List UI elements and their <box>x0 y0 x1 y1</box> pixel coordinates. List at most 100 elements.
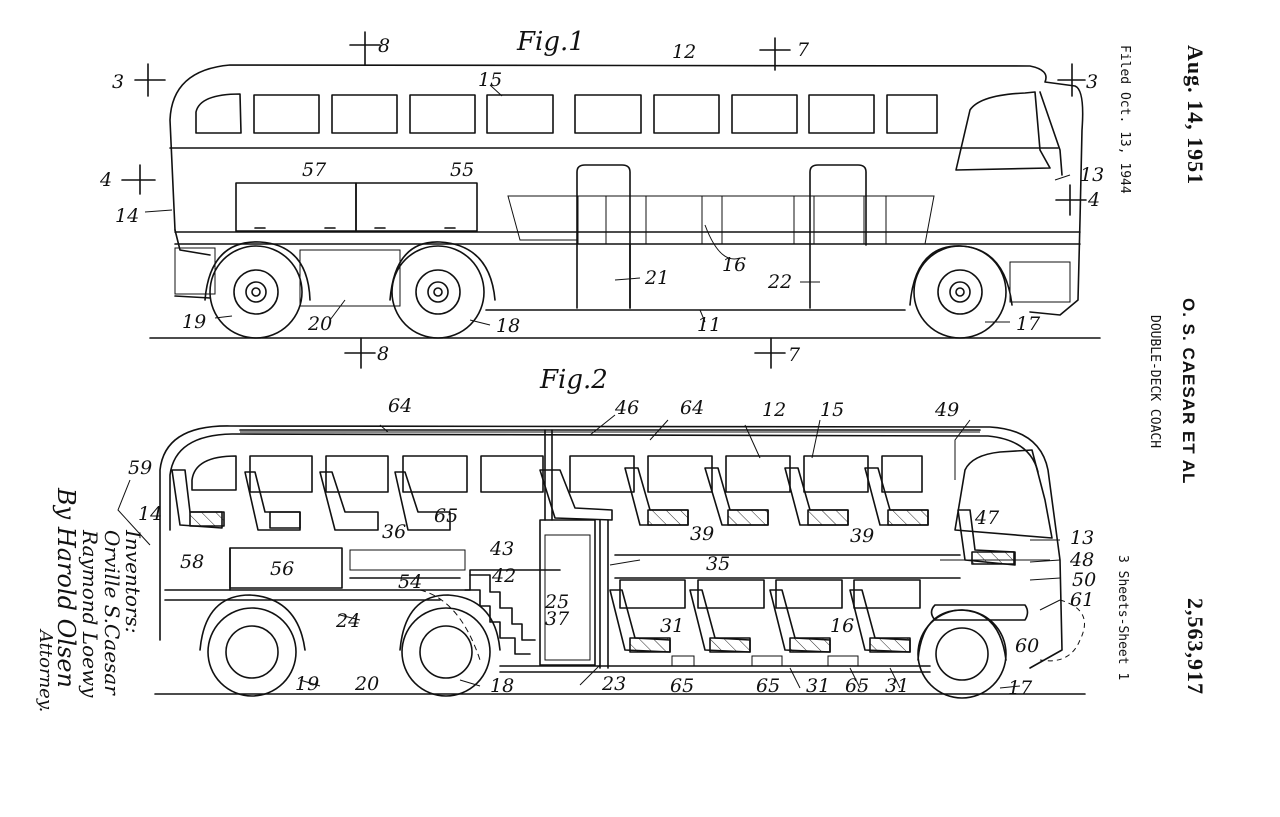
ref-numeral: 39 <box>690 523 714 545</box>
patent-title: DOUBLE-DECK COACH <box>1147 315 1162 449</box>
ref-numeral: 19 <box>182 311 206 333</box>
ref-numeral: 64 <box>680 397 704 419</box>
ref-numeral: 59 <box>128 457 152 479</box>
ref-numeral: 36 <box>382 521 406 543</box>
ref-numeral: 24 <box>335 610 360 632</box>
ref-numeral: 22 <box>767 271 792 293</box>
heater-grilles <box>349 549 859 667</box>
ref-numeral: 17 <box>1016 313 1041 335</box>
engine-grille <box>299 249 401 307</box>
ref-numeral: 39 <box>850 525 874 547</box>
coach-body-outline <box>169 64 1084 316</box>
ref-numeral: 13 <box>1080 164 1104 186</box>
ref-numeral: 61 <box>1070 589 1094 611</box>
ref-numeral: 25 <box>544 591 569 613</box>
leader-lines-fig2 <box>117 414 1061 689</box>
ref-numeral: 23 <box>601 673 626 695</box>
patent-date: Aug. 14, 1951 <box>1183 45 1208 186</box>
ref-numeral: 16 <box>830 615 854 637</box>
ref-numeral: 54 <box>398 571 422 593</box>
ref-numeral: 48 <box>1069 549 1094 571</box>
upper-deck-windows <box>195 93 938 134</box>
ref-numeral: 58 <box>180 551 204 573</box>
ref-numeral: 46 <box>614 397 639 419</box>
lower-deck-windows-section <box>619 579 921 609</box>
central-stairwell <box>419 429 609 669</box>
ref-numeral: 15 <box>820 399 844 421</box>
ref-numeral: 65 <box>434 505 458 527</box>
figure-1-side-elevation: Fig.1 8 12 7 3 15 3 4 57 55 13 14 4 16 2… <box>99 27 1104 369</box>
ref-numeral: 60 <box>1015 635 1039 657</box>
leader-lines-fig1 <box>144 84 1071 326</box>
ref-numeral: 15 <box>478 69 502 91</box>
ref-numeral: 42 <box>491 565 516 587</box>
upper-deck-floor <box>164 569 561 591</box>
patent-number: 2,563,917 <box>1183 598 1208 695</box>
roof-inner-lining <box>169 433 1039 531</box>
ref-numeral: 35 <box>706 553 730 575</box>
ref-numeral: 56 <box>270 558 294 580</box>
ref-numeral: 18 <box>496 315 520 337</box>
reference-numerals-fig1: 8 12 7 3 15 3 4 57 55 13 14 4 16 21 22 1… <box>99 35 1104 366</box>
ref-numeral: 43 <box>489 538 514 560</box>
windshield-section <box>954 449 1053 539</box>
sheet-count: 3 Sheets-Sheet 1 <box>1115 555 1130 681</box>
section-markers-fig1 <box>121 31 1087 369</box>
ref-numeral: 19 <box>295 673 319 695</box>
ref-numeral: 65 <box>670 675 694 697</box>
upper-deck-seats <box>171 467 1016 566</box>
ref-numeral: 55 <box>450 159 474 181</box>
ref-numeral: 8 <box>378 35 390 57</box>
figure-2-label: Fig.2 <box>539 365 608 395</box>
ref-numeral: 4 <box>1087 189 1100 211</box>
ref-numeral: 31 <box>660 615 684 637</box>
ref-numeral: 14 <box>138 503 162 525</box>
spare-tire-60 <box>930 604 1029 621</box>
ref-numeral: 20 <box>307 313 332 335</box>
figure-2-section: Fig.2 64 46 64 12 15 49 59 14 36 65 39 3… <box>117 365 1096 699</box>
attorney-signature: By Harold Olsen <box>52 488 80 688</box>
inventor-1: Orville S.Caesar <box>100 530 124 695</box>
ref-numeral: 65 <box>756 675 780 697</box>
wheels-fig2 <box>199 594 1007 699</box>
ref-numeral: 31 <box>806 675 830 697</box>
inventor-2: Raymond Loewy <box>78 530 102 698</box>
ref-numeral: 12 <box>672 41 696 63</box>
attorney-label: Attorney. <box>35 630 56 713</box>
ref-numeral: 21 <box>644 267 669 289</box>
front-grille <box>1009 261 1071 303</box>
ref-numeral: 13 <box>1070 527 1094 549</box>
ref-numeral: 3 <box>112 71 124 93</box>
ref-numeral: 3 <box>1086 71 1098 93</box>
ref-numeral: 65 <box>845 675 869 697</box>
ref-numeral: 4 <box>99 169 112 191</box>
rear-bumper <box>174 295 211 299</box>
upper-deck-windows-section <box>191 455 923 493</box>
ref-numeral: 49 <box>934 399 959 421</box>
figure-1-label: Fig.1 <box>516 27 585 57</box>
rear-skirt <box>174 229 211 256</box>
ref-numeral: 8 <box>377 343 389 365</box>
ref-numeral: 31 <box>885 675 909 697</box>
coach-section-outline <box>159 425 1063 669</box>
ref-numeral: 37 <box>545 608 570 630</box>
ref-numeral: 47 <box>974 507 1000 529</box>
ref-numeral: 64 <box>388 395 412 417</box>
inventor-line: O. S. CAESAR ET AL <box>1179 298 1198 485</box>
front-pillar <box>1039 91 1063 176</box>
entrance-doors <box>576 164 867 309</box>
ref-numeral: 50 <box>1072 569 1096 591</box>
filed-date: Filed Oct. 13, 1944 <box>1117 45 1132 194</box>
ref-numeral: 12 <box>762 399 786 421</box>
ref-numeral: 20 <box>354 673 379 695</box>
ref-numeral: 7 <box>797 39 810 61</box>
wheels-fig1 <box>204 241 1013 339</box>
ref-numeral: 57 <box>302 159 327 181</box>
reference-numerals-fig2: 64 46 64 12 15 49 59 14 36 65 39 39 47 1… <box>128 395 1096 699</box>
baggage-doors <box>235 182 478 232</box>
lower-deck-seats <box>609 589 911 653</box>
inventors-label: Inventors: <box>121 530 145 634</box>
ref-numeral: 18 <box>490 675 514 697</box>
ref-numeral: 16 <box>722 254 746 276</box>
